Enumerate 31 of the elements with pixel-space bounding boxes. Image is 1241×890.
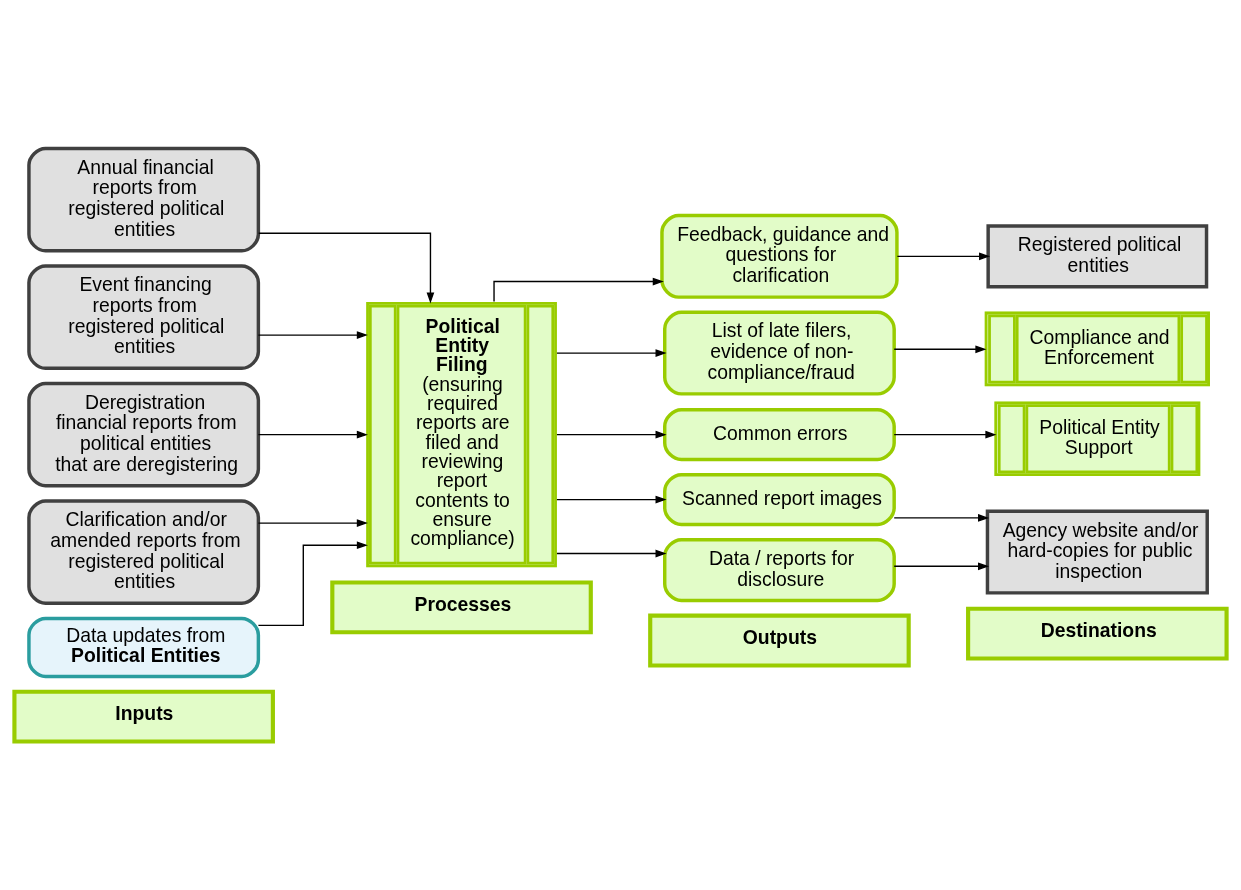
arrow — [257, 430, 368, 439]
arrow — [257, 232, 435, 304]
node-box: Feedback, guidance and questions for clarification — [660, 213, 899, 299]
node-box: Clarification and/or amended reports from registered political entities — [27, 499, 261, 605]
node-box: Processes — [330, 580, 593, 635]
arrow — [493, 277, 664, 303]
node-box: Common errors — [663, 408, 896, 462]
node-box: Agency website and/or hard-copies for public inspection — [985, 509, 1209, 595]
arrow — [556, 495, 667, 504]
arrow — [556, 549, 667, 558]
arrow — [257, 541, 368, 627]
node-box: Data / reports for disclosure — [663, 537, 896, 603]
arrow — [893, 514, 990, 522]
node-box: Scanned report images — [663, 473, 896, 527]
node-box: Annual financial reports from registered political entities — [27, 146, 261, 253]
node-box: Event financing reports from registered political entities — [27, 264, 261, 371]
arrow — [556, 349, 667, 357]
node-box: Deregistration financial reports from political entities that are deregistering — [27, 381, 261, 488]
node-box: Outputs — [648, 613, 911, 668]
arrow — [257, 331, 368, 339]
arrow — [556, 430, 667, 439]
node-box: Registered political entities — [986, 224, 1209, 289]
arrow — [893, 430, 997, 439]
node-box: Inputs — [12, 689, 275, 744]
arrow — [893, 345, 987, 354]
node-box: Destinations — [966, 606, 1229, 661]
node-box: List of late filers, evidence of non-compliance/fraud — [663, 310, 896, 396]
arrow — [257, 519, 368, 527]
arrow — [893, 562, 990, 571]
arrow — [896, 252, 991, 261]
node-box: Data updates from Political Entities — [27, 616, 261, 679]
